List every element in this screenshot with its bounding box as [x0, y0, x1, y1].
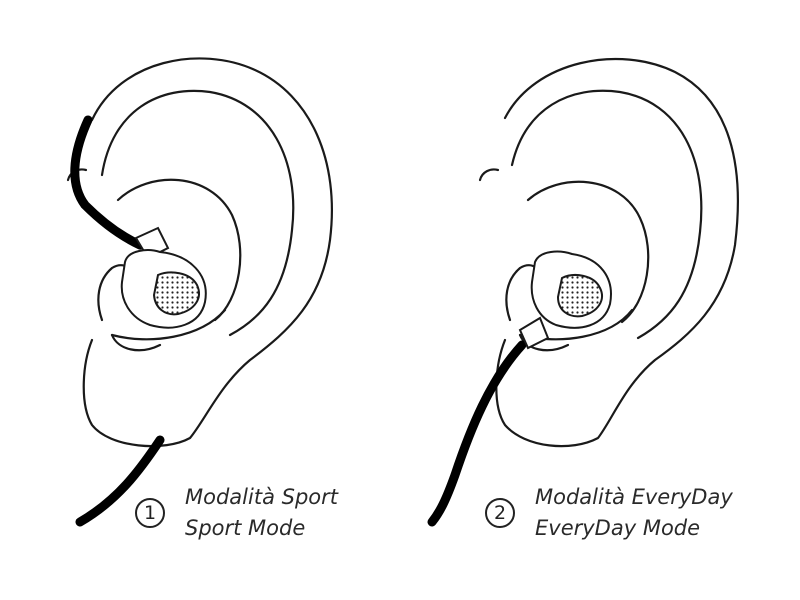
helix-inner	[510, 89, 703, 340]
caption-italian: Modalità EveryDay	[535, 485, 733, 509]
ear-outline	[82, 57, 334, 448]
caption-sport-mode: 1 Modalità Sport Sport Mode	[135, 482, 338, 544]
earphone-everyday-mode	[518, 250, 612, 350]
step-number-badge: 2	[485, 498, 515, 528]
helix-top-edge	[478, 168, 500, 182]
caption-lines: Modalità EveryDay EveryDay Mode	[535, 482, 733, 544]
cable-sport-mode	[70, 115, 165, 527]
ear-sport-mode	[66, 57, 334, 448]
step-number-badge: 1	[135, 498, 165, 528]
caption-italian: Modalità Sport	[185, 485, 338, 509]
antihelix	[526, 180, 650, 324]
ear-everyday-mode	[478, 57, 739, 448]
earlobe-notch	[110, 333, 162, 352]
earlobe-notch	[518, 333, 570, 352]
caption-english: EveryDay Mode	[535, 516, 701, 540]
caption-english: Sport Mode	[185, 516, 306, 540]
ear-outline	[495, 57, 739, 448]
antihelix	[116, 178, 242, 322]
caption-lines: Modalità Sport Sport Mode	[185, 482, 338, 544]
earphone-sport-mode	[120, 226, 207, 329]
concha	[110, 308, 227, 341]
helix-inner	[100, 89, 295, 337]
cable-everyday-mode	[427, 340, 527, 527]
caption-everyday-mode: 2 Modalità EveryDay EveryDay Mode	[485, 482, 733, 544]
